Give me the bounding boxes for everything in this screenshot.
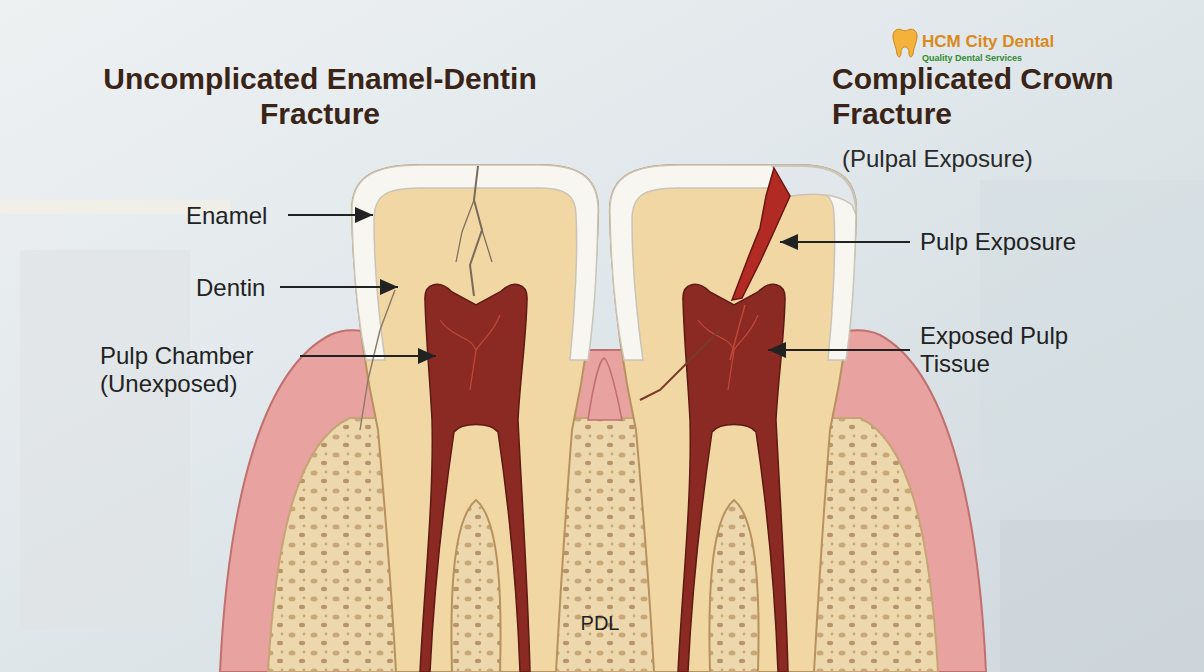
- right-subheading: (Pulpal Exposure): [842, 145, 1132, 173]
- part-label: Dentin: [196, 274, 280, 302]
- logo-tagline: Quality Dental Services: [922, 53, 1122, 63]
- part-label: PDL: [570, 612, 630, 635]
- right-heading: Complicated Crown Fracture: [832, 62, 1122, 131]
- part-label: Pulp Exposure: [920, 228, 1120, 256]
- part-label: Pulp Chamber (Unexposed): [100, 342, 300, 397]
- part-label: Exposed Pulp Tissue: [920, 322, 1080, 377]
- logo-name: HCM City Dental: [922, 32, 1122, 52]
- part-label: Enamel: [186, 202, 286, 230]
- left-heading: Uncomplicated Enamel-Dentin Fracture: [100, 62, 540, 131]
